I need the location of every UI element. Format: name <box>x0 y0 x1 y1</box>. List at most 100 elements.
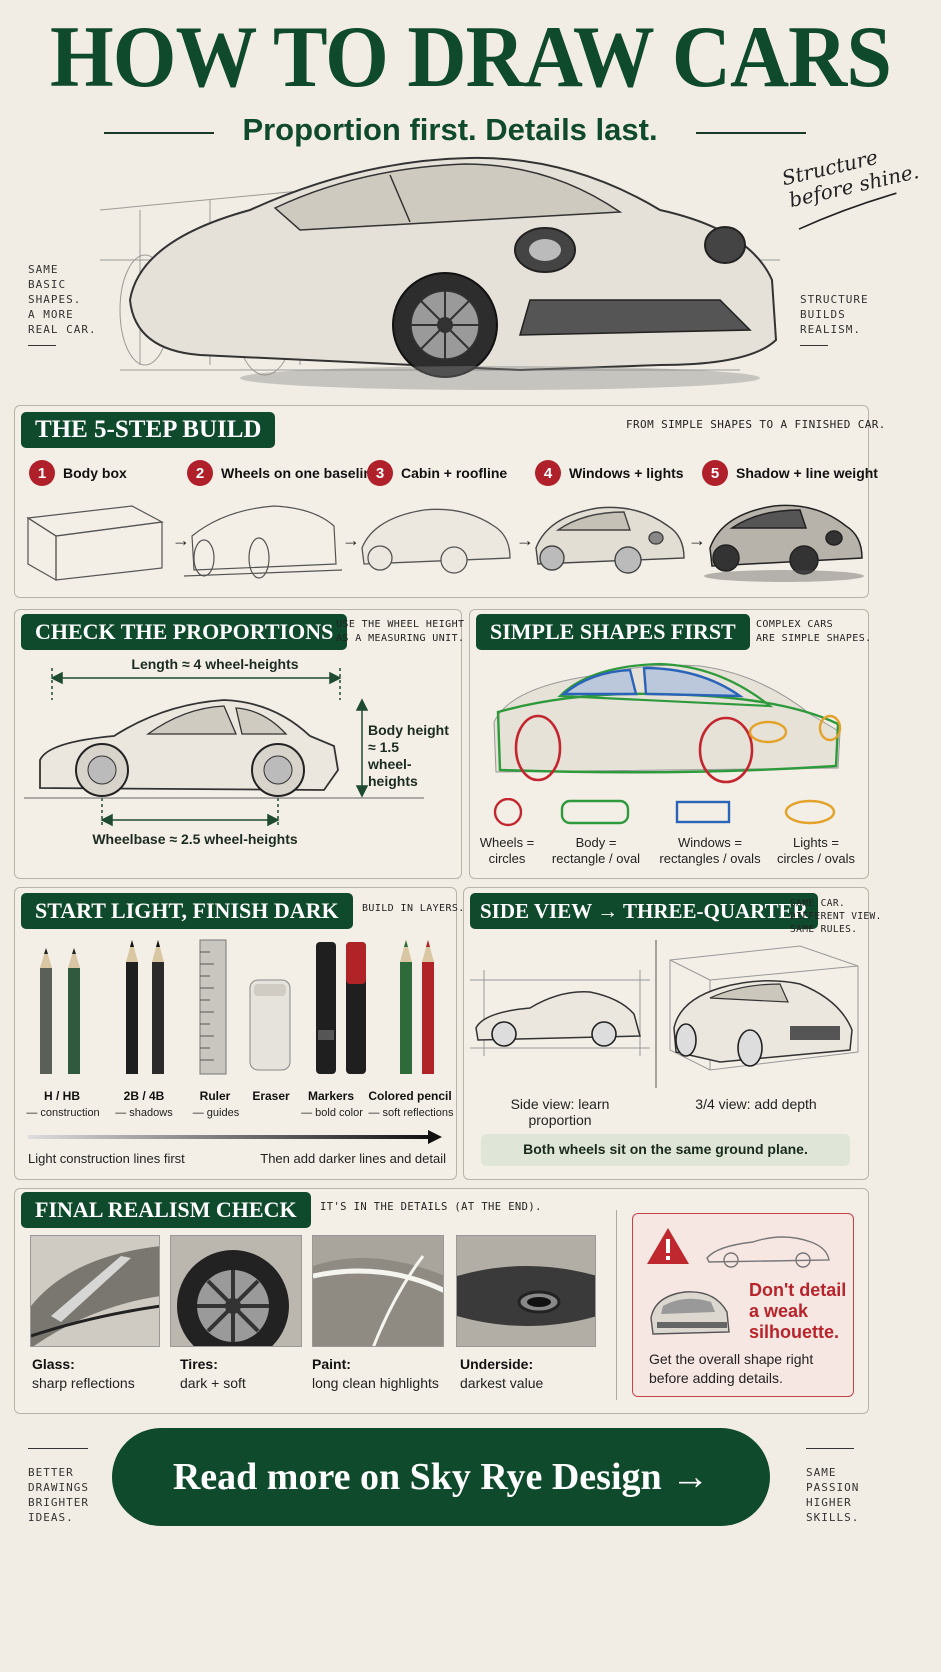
step3-cabin <box>361 508 511 574</box>
proportions-diagram <box>24 668 424 827</box>
length-label: Length ≈ 4 wheel-heights <box>131 656 299 672</box>
drawing-tools <box>40 939 434 1075</box>
detail-title: Paint: <box>312 1356 351 1372</box>
detailed-car-sketch <box>650 1291 730 1335</box>
svg-text:→: → <box>516 530 534 550</box>
realism-divider <box>616 1210 617 1400</box>
left-side-note: SAME BASIC SHAPES. A MORE REAL CAR. <box>28 262 97 346</box>
realism-title: FINAL REALISM CHECK <box>21 1192 311 1228</box>
side-view-caption: Side view: learn proportion <box>510 1096 610 1128</box>
side-view-title: SIDE VIEW → THREE-QUARTER <box>470 893 818 929</box>
subtitle-rule-right <box>696 132 806 134</box>
quarter-view-caption: 3/4 view: add depth <box>695 1096 817 1112</box>
step-label: Shadow + line weight <box>736 465 878 481</box>
paint-detail-image <box>312 1235 444 1347</box>
shape-legend-body: Body = rectangle / oval <box>551 835 641 866</box>
subtitle: Proportion first. Details last. <box>242 112 658 147</box>
detail-title: Glass: <box>32 1356 75 1372</box>
step-number: 1 <box>29 460 55 486</box>
svg-text:→: → <box>172 530 190 550</box>
detail-title: Tires: <box>180 1356 218 1372</box>
shape-legend-lights: Lights = circles / ovals <box>776 835 856 866</box>
step-2: 2 Wheels on one baseline <box>187 460 380 486</box>
tool-name: H / HB <box>44 1089 80 1103</box>
step-5: 5 Shadow + line weight <box>702 460 878 486</box>
tagline: Structure before shine. <box>779 134 941 239</box>
tool-name: Colored pencil <box>368 1089 452 1103</box>
warning-icon <box>647 1228 689 1264</box>
detail-sub: long clean highlights <box>312 1375 439 1391</box>
subtitle-row: Proportion first. Details last. <box>104 112 806 152</box>
hb-pencil-icon <box>40 948 80 1074</box>
five-step-title: THE 5-STEP BUILD <box>21 412 276 448</box>
circle-shape-icon <box>493 798 523 827</box>
ruler-icon <box>199 939 227 1075</box>
tool-sub: — construction <box>26 1107 100 1119</box>
step-number: 2 <box>187 460 213 486</box>
five-step-sketches: → → → → <box>26 504 864 582</box>
simple-shapes-note: COMPLEX CARS ARE SIMPLE SHAPES. <box>756 619 872 644</box>
warning-headline: Don't detail a weak silhouette. <box>749 1280 847 1342</box>
step2-wheels <box>183 505 343 579</box>
body-height-label: Body height ≈ 1.5 wheel-heights <box>368 722 449 789</box>
step4-windows <box>535 506 685 574</box>
detail-title: Underside: <box>460 1356 534 1372</box>
step-number: 5 <box>702 460 728 486</box>
hero-car-sketch <box>100 156 780 390</box>
weak-silhouette-sketch <box>706 1236 830 1268</box>
tool-name: 2B / 4B <box>123 1089 165 1103</box>
realism-note: IT'S IN THE DETAILS (AT THE END). <box>320 1201 542 1213</box>
step-label: Cabin + roofline <box>401 465 508 481</box>
page-title: HOW TO DRAW CARS <box>50 9 892 106</box>
footer-right-note: SAME PASSION HIGHER SKILLS. <box>806 1448 859 1525</box>
eraser-icon <box>249 979 291 1071</box>
2b-pencil-icon <box>126 940 164 1074</box>
oval-shape-icon <box>784 799 836 825</box>
tire-detail-image <box>170 1235 302 1347</box>
step-1: 1 Body box <box>29 460 127 486</box>
detail-sub: dark + soft <box>180 1375 246 1391</box>
detail-sub: darkest value <box>460 1375 544 1391</box>
warning-body: Get the overall shape right before addin… <box>649 1351 814 1386</box>
shape-legend-icons <box>493 798 836 827</box>
five-step-note: FROM SIMPLE SHAPES TO A FINISHED CAR. <box>626 418 886 431</box>
step5-final <box>704 504 864 582</box>
proportions-title: CHECK THE PROPORTIONS <box>21 614 348 650</box>
underside-detail-image <box>456 1235 596 1347</box>
start-light-note: BUILD IN LAYERS. <box>362 903 465 914</box>
subtitle-rule-left <box>104 132 214 134</box>
read-more-button[interactable]: Read more on Sky Rye Design → <box>112 1428 770 1526</box>
step-number: 3 <box>367 460 393 486</box>
rect-shape-icon <box>675 800 731 824</box>
step-3: 3 Cabin + roofline <box>367 460 507 486</box>
step-number: 4 <box>535 460 561 486</box>
light-to-dark-gradient <box>28 1130 442 1144</box>
right-side-note: STRUCTURE BUILDS REALISM. <box>800 292 869 346</box>
svg-text:→: → <box>342 530 360 550</box>
shape-legend-wheels: Wheels = circles <box>479 835 535 866</box>
simple-shapes-title: SIMPLE SHAPES FIRST <box>476 614 750 650</box>
colored-pencil-icon <box>400 940 434 1074</box>
glass-detail-image <box>30 1235 160 1347</box>
proportions-note: USE THE WHEEL HEIGHT AS A MEASURING UNIT… <box>336 619 465 644</box>
tool-sub: — soft reflections <box>368 1107 454 1119</box>
step-label: Body box <box>63 465 127 481</box>
tool-sub: — bold color <box>301 1107 363 1119</box>
start-light-title: START LIGHT, FINISH DARK <box>21 893 353 929</box>
step-label: Windows + lights <box>569 465 684 481</box>
start-light-panel <box>14 887 457 1180</box>
marker-icon <box>316 942 366 1074</box>
simple-shapes-diagram <box>493 662 842 784</box>
tagline-underline <box>798 192 897 230</box>
step-label: Wheels on one baseline <box>221 465 380 481</box>
tool-sub: — guides <box>192 1107 240 1119</box>
warning-box: Don't detail a weak silhouette. Get the … <box>632 1213 854 1397</box>
tool-name: Eraser <box>252 1089 290 1103</box>
footer-left-note: BETTER DRAWINGS BRIGHTER IDEAS. <box>28 1448 89 1525</box>
rounded-rect-shape-icon <box>560 799 630 825</box>
step-4: 4 Windows + lights <box>535 460 684 486</box>
side-view-note: SAME CAR. DIFFERENT VIEW. SAME RULES. <box>790 898 882 935</box>
gradient-right-label: Then add darker lines and detail <box>260 1151 446 1166</box>
tool-name: Markers <box>307 1089 355 1103</box>
ground-plane-banner: Both wheels sit on the same ground plane… <box>481 1134 850 1166</box>
